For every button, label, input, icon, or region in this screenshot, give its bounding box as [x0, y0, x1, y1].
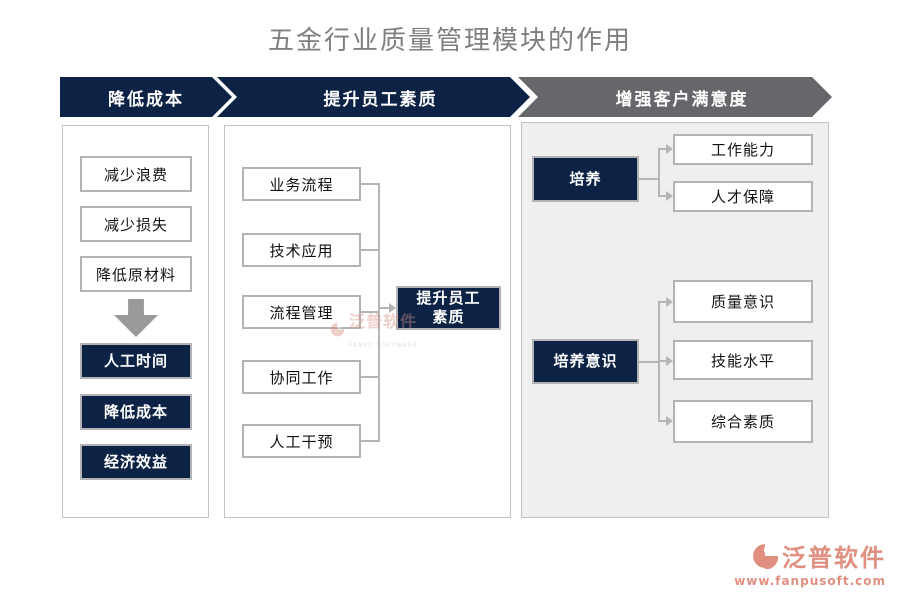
box-labor-time: 人工时间 [80, 343, 192, 379]
box-lower-cost: 降低成本 [80, 394, 192, 430]
result-label: 提升员工 素质 [416, 289, 480, 327]
arrowhead-icon [666, 297, 673, 307]
process-step-label: 降低成本 [108, 89, 184, 110]
box-business-process: 业务流程 [242, 167, 361, 201]
box-economic-benefit: 经济效益 [80, 444, 192, 480]
panel-reduce-cost: 减少浪费 减少损失 降低原材料 人工时间 降低成本 经济效益 [62, 125, 209, 518]
connector-line [658, 148, 667, 150]
box-cultivate-awareness: 培养意识 [532, 339, 639, 384]
box-tech-application: 技术应用 [242, 233, 361, 267]
box-cultivate: 培养 [532, 156, 639, 202]
connector-line [361, 440, 378, 442]
box-manual-intervene: 人工干预 [242, 424, 361, 458]
panel-customer-satisfaction: 培养 工作能力 人才保障 培养意识 质量意识 技能水平 综合素质 [521, 122, 829, 518]
arrowhead-icon [666, 191, 673, 201]
connector-line [658, 301, 667, 303]
process-step-label: 提升员工素质 [323, 89, 438, 110]
connector-line [361, 249, 378, 251]
brand-logo-icon [753, 543, 778, 569]
arrowhead-icon [389, 303, 396, 313]
arrowhead-icon [666, 416, 673, 426]
box-reduce-material: 降低原材料 [80, 256, 192, 292]
arrowhead-icon [666, 356, 673, 366]
process-step-improve-staff: 提升员工素质 [217, 77, 530, 117]
process-step-reduce-cost: 降低成本 [60, 77, 232, 117]
connector-line [658, 195, 667, 197]
box-skill-level: 技能水平 [673, 340, 813, 380]
result-line2: 素质 [432, 308, 465, 326]
connector-line [658, 148, 660, 197]
brand-name: 泛普软件 [782, 544, 886, 572]
connector-line [361, 183, 378, 185]
box-reduce-loss: 减少损失 [80, 206, 192, 242]
connector-line [639, 361, 658, 363]
connector-line [361, 311, 378, 313]
box-improve-staff-quality: 提升员工 素质 [396, 286, 501, 330]
box-reduce-waste: 减少浪费 [80, 156, 192, 192]
box-process-mgmt: 流程管理 [242, 295, 361, 329]
box-quality-awareness: 质量意识 [673, 280, 813, 323]
box-overall-quality: 综合素质 [673, 400, 813, 443]
panel-improve-staff: 业务流程 技术应用 流程管理 协同工作 人工干预 提升员工 素质 [224, 125, 511, 518]
down-arrow-icon [114, 299, 158, 337]
brand-footer: 泛普软件 www.fanpusoft.com [734, 538, 886, 588]
connector-line [658, 420, 667, 422]
connector-line [361, 376, 378, 378]
process-step-customer-satisfaction: 增强客户满意度 [518, 77, 832, 117]
result-line1: 提升员工 [416, 289, 481, 308]
box-work-ability: 工作能力 [673, 134, 813, 165]
connector-line [378, 307, 390, 309]
connector-line [378, 183, 380, 442]
connector-line [658, 360, 667, 362]
box-talent-guarantee: 人才保障 [673, 181, 813, 212]
brand-url: www.fanpusoft.com [734, 574, 886, 588]
page-title: 五金行业质量管理模块的作用 [267, 26, 632, 56]
process-step-label: 增强客户满意度 [615, 89, 749, 110]
arrowhead-icon [666, 144, 673, 154]
box-collaboration: 协同工作 [242, 360, 361, 394]
connector-line [639, 178, 658, 180]
